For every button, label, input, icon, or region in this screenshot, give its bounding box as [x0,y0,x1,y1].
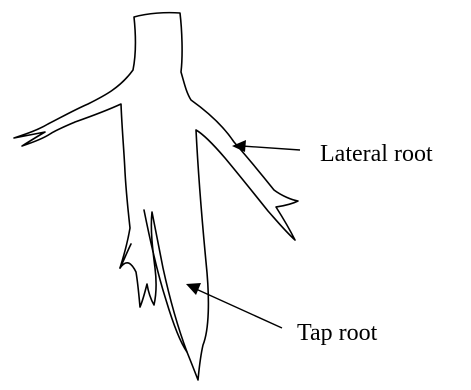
tap-root-label: Tap root [297,320,378,346]
tap-root-pointer [186,283,282,328]
lateral-root-label: Lateral root [320,141,433,167]
lateral-root-pointer [232,140,300,152]
taproot-outline [14,13,298,380]
